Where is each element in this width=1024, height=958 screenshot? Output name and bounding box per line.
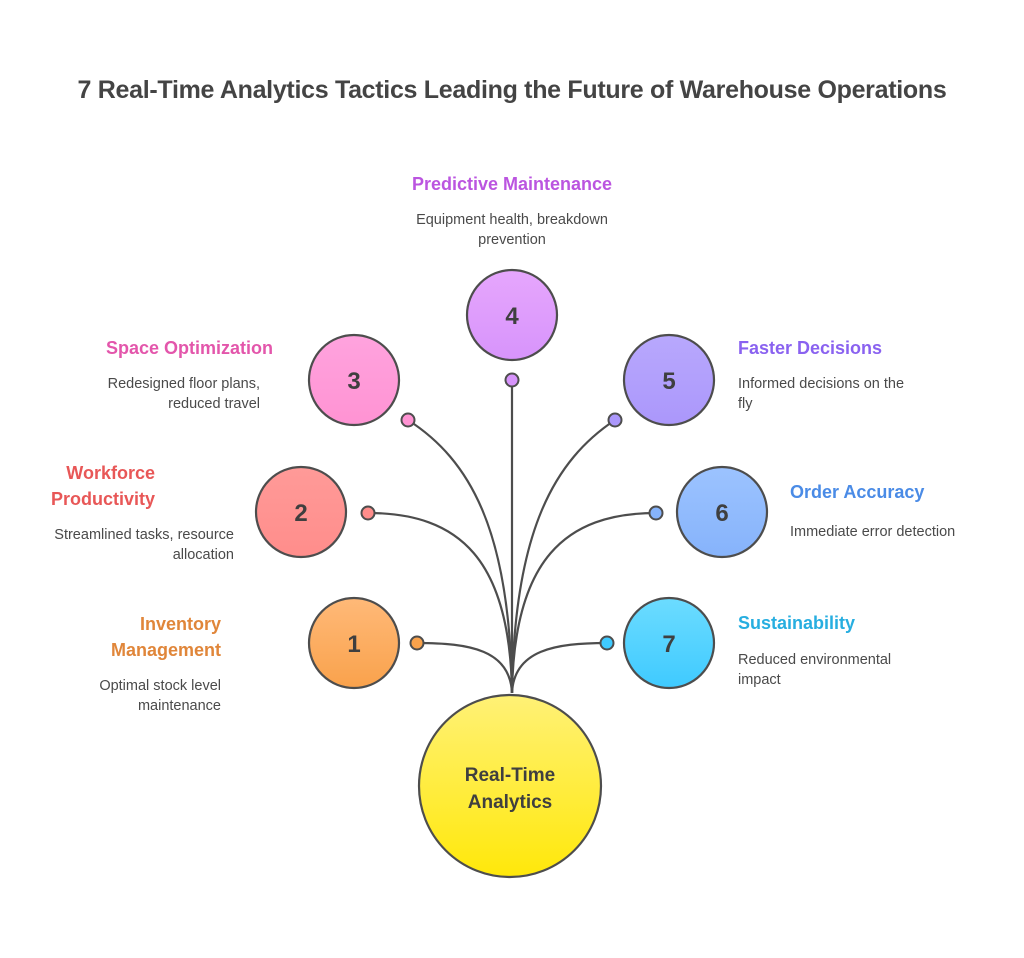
node-number-7: 7 [662,631,675,658]
diagram-title: 7 Real-Time Analytics Tactics Leading th… [77,76,947,104]
connector-dot-2 [360,505,376,521]
node-circle-5 [622,333,716,427]
tactic-1-title-line2: Management [110,640,221,660]
tactic-2-desc-line1: Streamlined tasks, resource [54,527,234,543]
tactic-5-title-line1: Faster Decisions [738,338,883,358]
connector-dot-7 [599,635,615,651]
tactic-4-desc-line2: prevention [478,232,546,248]
node-circle-3 [307,333,401,427]
connector-5 [510,419,616,694]
tactic-2-title-line2: Productivity [50,489,155,509]
node-number-6: 6 [715,500,728,527]
connector-1 [416,641,514,694]
tactic-6-title: Order Accuracy [790,479,1020,505]
tactic-2-desc: Streamlined tasks, resource allocation [0,525,234,565]
tactic-1-desc-line2: maintenance [137,698,221,714]
connector-dot-6 [648,505,664,521]
tactic-1-title: Inventory Management [40,611,221,663]
tactic-4-title: Predictive Maintenance [362,171,662,197]
tactic-3-desc-line1: Redesigned floor plans, [107,376,260,392]
connector-dot-5 [607,412,623,428]
tactic-5-desc-line1: Informed decisions on the [738,376,905,392]
connector-2 [367,511,514,694]
connector-6 [510,511,657,694]
node-number-3: 3 [347,368,360,395]
tactic-7-desc: Reduced environmental impact [738,650,958,690]
tactic-6-desc-line1: Immediate error detection [790,524,956,540]
node-circle-6 [675,465,769,559]
tactic-6-desc: Immediate error detection [790,522,1020,542]
center-label-line2: Analytics [468,792,552,813]
connector-dot-4 [504,372,520,388]
node-number-5: 5 [662,368,675,395]
tactic-4-desc: Equipment health, breakdown prevention [362,210,662,250]
node-number-4: 4 [505,303,519,330]
center-circle [417,693,603,879]
tactic-7-title-line1: Sustainability [738,613,856,633]
connectors [367,380,657,694]
tactic-3-desc-line2: reduced travel [168,396,260,412]
tactic-5-desc: Informed decisions on the fly [738,374,958,414]
tactic-3-title-line1: Space Optimization [105,338,273,358]
node-circle-7 [622,596,716,690]
tactic-3-title: Space Optimization [40,335,273,361]
connector-dot-1 [409,635,425,651]
tactic-5-desc-line2: fly [738,396,753,412]
node-number-1: 1 [347,631,360,658]
tactic-2-title-line1: Workforce [66,463,155,483]
tactic-1-title-line1: Inventory [139,614,221,634]
connector-dot-3 [400,412,416,428]
tactic-4-desc-line1: Equipment health, breakdown [416,212,608,228]
tactic-3-desc: Redesigned floor plans, reduced travel [40,374,260,414]
center-label-line1: Real-Time [465,765,555,786]
node-circle-4 [465,268,559,362]
tactic-5-title: Faster Decisions [738,335,998,361]
connector-7 [510,641,608,694]
tactic-1-desc: Optimal stock level maintenance [40,676,221,716]
tactic-4-title-line1: Predictive Maintenance [411,174,613,194]
tactic-7-desc-line2: impact [738,672,781,688]
node-circle-2 [254,465,348,559]
tactic-2-title: Workforce Productivity [0,460,155,512]
tactic-2-desc-line2: allocation [172,547,234,563]
tactic-6-title-line1: Order Accuracy [790,482,925,502]
node-number-2: 2 [294,500,307,527]
tactic-7-title: Sustainability [738,610,998,636]
tactic-1-desc-line1: Optimal stock level [99,678,221,694]
tactic-7-desc-line1: Reduced environmental [738,652,892,668]
node-circle-1 [307,596,401,690]
connector-3 [407,419,514,694]
